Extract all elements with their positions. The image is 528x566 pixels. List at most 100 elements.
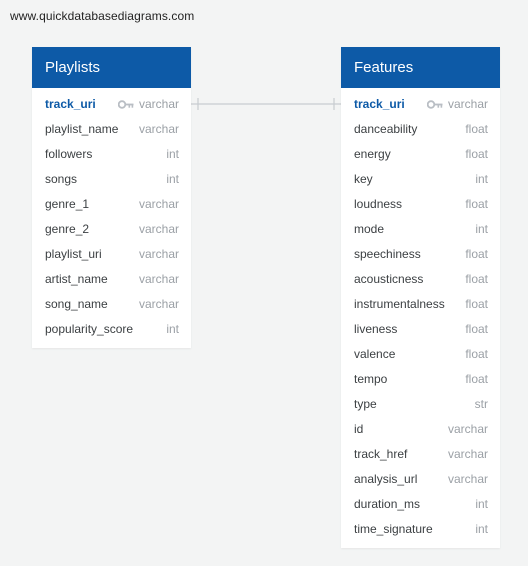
site-url: www.quickdatabasediagrams.com [10, 9, 195, 23]
field-row[interactable]: popularity_score int [32, 317, 191, 342]
field-type-label: varchar [138, 272, 179, 286]
table-title: Features [341, 47, 500, 88]
table-title: Playlists [32, 47, 191, 88]
field-row[interactable]: playlist_name varchar [32, 117, 191, 142]
field-row[interactable]: id varchar [341, 417, 500, 442]
field-name: type [354, 397, 377, 411]
field-name: id [354, 422, 364, 436]
field-type: varchar [139, 267, 179, 292]
field-row[interactable]: song_name varchar [32, 292, 191, 317]
field-row[interactable]: acousticness float [341, 267, 500, 292]
field-row[interactable]: danceability float [341, 117, 500, 142]
primary-key-row[interactable]: track_uri varchar [341, 92, 500, 117]
field-type-label: float [465, 297, 488, 311]
field-name: time_signature [354, 522, 433, 536]
field-type: varchar [117, 92, 179, 117]
field-name: mode [354, 222, 385, 236]
field-name: playlist_uri [45, 247, 102, 261]
field-row[interactable]: songs int [32, 167, 191, 192]
field-type: varchar [139, 242, 179, 267]
field-type-label: int [475, 172, 488, 186]
primary-key-row[interactable]: track_uri varchar [32, 92, 191, 117]
field-type: float [465, 317, 488, 342]
field-name: valence [354, 347, 396, 361]
field-type: varchar [139, 192, 179, 217]
field-type: float [465, 242, 488, 267]
field-name: analysis_url [354, 472, 418, 486]
field-type-label: float [465, 122, 488, 136]
field-type: varchar [139, 292, 179, 317]
field-type-label: int [475, 522, 488, 536]
field-name: track_href [354, 447, 408, 461]
field-name: popularity_score [45, 322, 134, 336]
field-type: int [166, 167, 179, 192]
field-type-label: varchar [138, 97, 179, 111]
field-type: float [465, 292, 488, 317]
field-name: genre_2 [45, 222, 90, 236]
key-icon [117, 100, 134, 109]
field-name: danceability [354, 122, 418, 136]
field-type-label: int [475, 497, 488, 511]
field-type: float [465, 117, 488, 142]
field-name: speechiness [354, 247, 421, 261]
field-type-label: varchar [447, 447, 488, 461]
key-icon [426, 100, 443, 109]
field-type-label: int [166, 147, 179, 161]
field-type: float [465, 267, 488, 292]
field-type-label: varchar [447, 472, 488, 486]
field-row[interactable]: mode int [341, 217, 500, 242]
field-type-label: float [465, 147, 488, 161]
field-name: track_uri [354, 97, 405, 111]
field-type: int [166, 142, 179, 167]
field-name: songs [45, 172, 78, 186]
field-type-label: int [166, 322, 179, 336]
field-name: tempo [354, 372, 388, 386]
field-type-label: varchar [447, 97, 488, 111]
field-row[interactable]: followers int [32, 142, 191, 167]
field-type: float [465, 192, 488, 217]
field-row[interactable]: loudness float [341, 192, 500, 217]
field-name: duration_ms [354, 497, 421, 511]
field-type-label: float [465, 372, 488, 386]
field-name: followers [45, 147, 93, 161]
field-row[interactable]: tempo float [341, 367, 500, 392]
field-type-label: float [465, 247, 488, 261]
field-type: varchar [139, 117, 179, 142]
field-name: genre_1 [45, 197, 90, 211]
field-type: int [475, 492, 488, 517]
field-type-label: varchar [138, 297, 179, 311]
field-row[interactable]: duration_ms int [341, 492, 500, 517]
field-type-label: varchar [138, 197, 179, 211]
field-row[interactable]: time_signature int [341, 517, 500, 542]
field-row[interactable]: playlist_uri varchar [32, 242, 191, 267]
field-row[interactable]: analysis_url varchar [341, 467, 500, 492]
field-type-label: float [465, 197, 488, 211]
field-type: float [465, 142, 488, 167]
field-name: song_name [45, 297, 108, 311]
field-row[interactable]: speechiness float [341, 242, 500, 267]
field-name: loudness [354, 197, 403, 211]
field-row[interactable]: track_href varchar [341, 442, 500, 467]
field-type-label: float [465, 322, 488, 336]
field-type-label: int [166, 172, 179, 186]
field-type: varchar [448, 467, 488, 492]
field-name: acousticness [354, 272, 424, 286]
field-type: varchar [448, 417, 488, 442]
field-name: track_uri [45, 97, 96, 111]
field-name: playlist_name [45, 122, 119, 136]
field-type-label: int [475, 222, 488, 236]
field-row[interactable]: genre_1 varchar [32, 192, 191, 217]
